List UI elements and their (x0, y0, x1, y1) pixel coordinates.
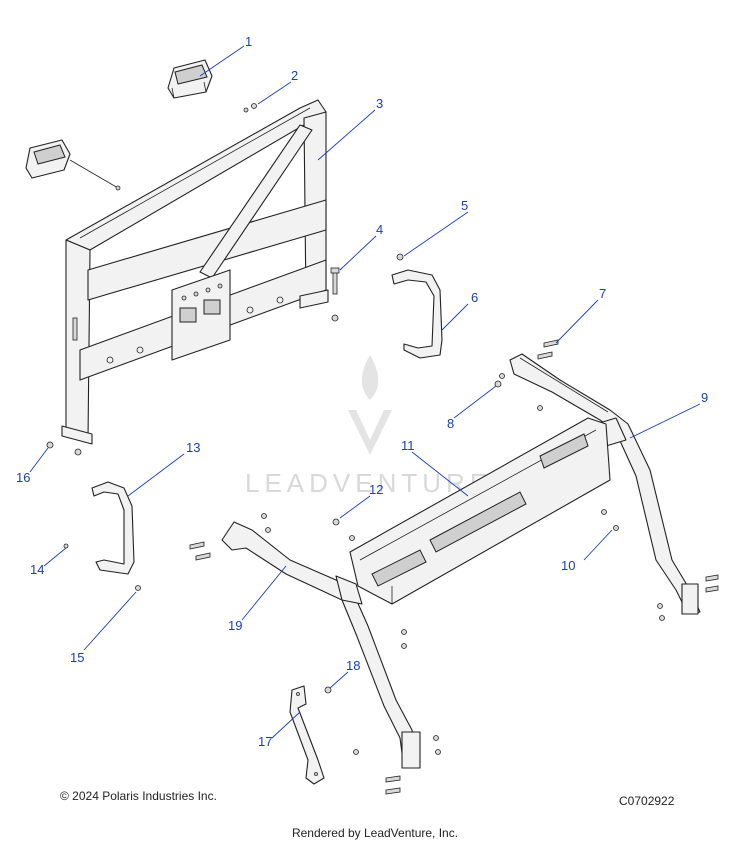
nut-8 (494, 373, 543, 411)
screw-2 (243, 103, 257, 113)
bolt-7 (537, 339, 559, 360)
callout-9: 9 (701, 390, 708, 405)
hardware-right (657, 574, 719, 621)
callout-labels: 1 2 3 4 5 6 7 8 9 10 11 12 13 14 15 16 1… (16, 34, 708, 749)
callout-4: 4 (376, 222, 383, 237)
bolt-16 (46, 317, 82, 456)
nut-10 (601, 509, 619, 531)
callout-14: 14 (30, 562, 44, 577)
callout-13: 13 (186, 440, 200, 455)
rear-panel (349, 417, 611, 605)
tail-light-lower (25, 139, 121, 191)
leadventure-watermark: LEADVENTURE (245, 355, 492, 498)
nut-14 (63, 543, 69, 549)
watermark-flame-icon (361, 355, 379, 400)
tail-light-upper (167, 59, 213, 99)
leader-lines (29, 45, 701, 739)
nut-12 (332, 518, 355, 541)
strap-17 (289, 685, 325, 785)
callout-5: 5 (461, 198, 468, 213)
callout-8: 8 (447, 416, 454, 431)
grab-handle-left (91, 481, 135, 575)
callout-17: 17 (258, 734, 272, 749)
callout-18: 18 (346, 658, 360, 673)
callout-19: 19 (228, 618, 242, 633)
nut-18 (324, 686, 359, 755)
callout-10: 10 (561, 558, 575, 573)
callout-12: 12 (369, 482, 383, 497)
callout-16: 16 (16, 470, 30, 485)
roll-bar-left (221, 521, 421, 769)
drawing-id: C0702922 (619, 794, 675, 808)
callout-11: 11 (401, 438, 415, 453)
callout-7: 7 (599, 286, 606, 301)
bolt-4 (330, 267, 340, 322)
callout-3: 3 (376, 96, 383, 111)
nut-5 (396, 253, 404, 261)
roll-bar-right (509, 353, 701, 615)
callout-2: 2 (291, 68, 298, 83)
callout-15: 15 (70, 650, 84, 665)
cab-frame (61, 99, 329, 445)
callout-1: 1 (245, 34, 252, 49)
watermark-text: LEADVENTURE (245, 468, 492, 498)
watermark-chevron-icon (348, 410, 392, 455)
nut-15 (135, 585, 141, 591)
rendered-by-text: Rendered by LeadVenture, Inc. (291, 826, 459, 840)
grab-handle-right (391, 269, 443, 359)
copyright-text: © 2024 Polaris Industries Inc. (60, 789, 217, 803)
callout-6: 6 (471, 290, 478, 305)
hardware-left (189, 513, 441, 795)
